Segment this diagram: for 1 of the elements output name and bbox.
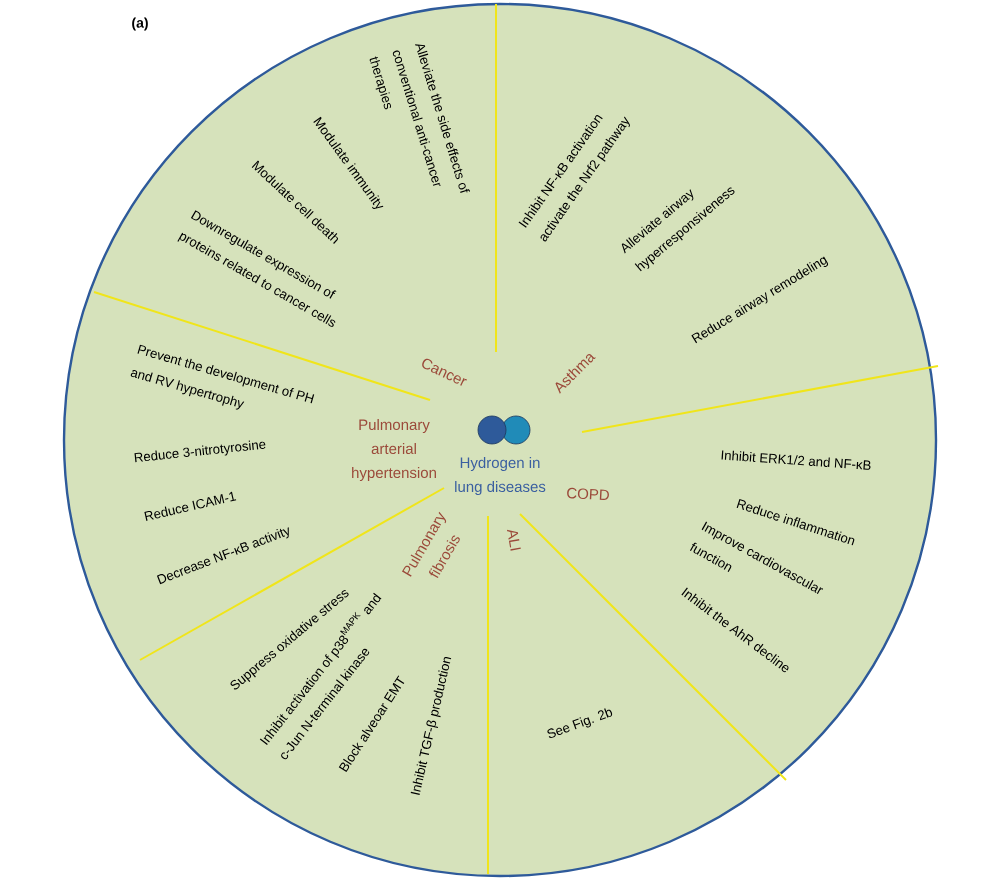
circle-background xyxy=(62,2,938,878)
